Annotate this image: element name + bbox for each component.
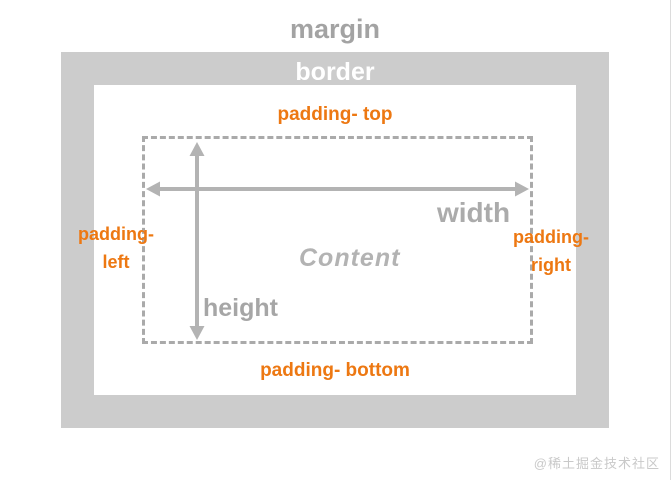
margin-label: margin — [289, 14, 381, 44]
padding-left-line1: padding- — [78, 224, 154, 244]
border-label: border — [295, 58, 375, 86]
width-label: width — [437, 197, 511, 228]
padding-left-label: padding- left — [58, 220, 174, 276]
padding-left-line2: left — [102, 252, 130, 272]
padding-bottom-label: padding- bottom — [260, 360, 410, 381]
padding-right-label: padding- right — [493, 223, 609, 279]
height-label: height — [203, 294, 278, 322]
watermark: @稀土掘金技术社区 — [533, 456, 660, 471]
padding-right-line2: right — [531, 255, 571, 275]
padding-right-line1: padding- — [513, 227, 589, 247]
content-label: Content — [299, 244, 401, 272]
padding-top-label: padding- top — [277, 104, 393, 125]
content-area — [142, 136, 533, 344]
